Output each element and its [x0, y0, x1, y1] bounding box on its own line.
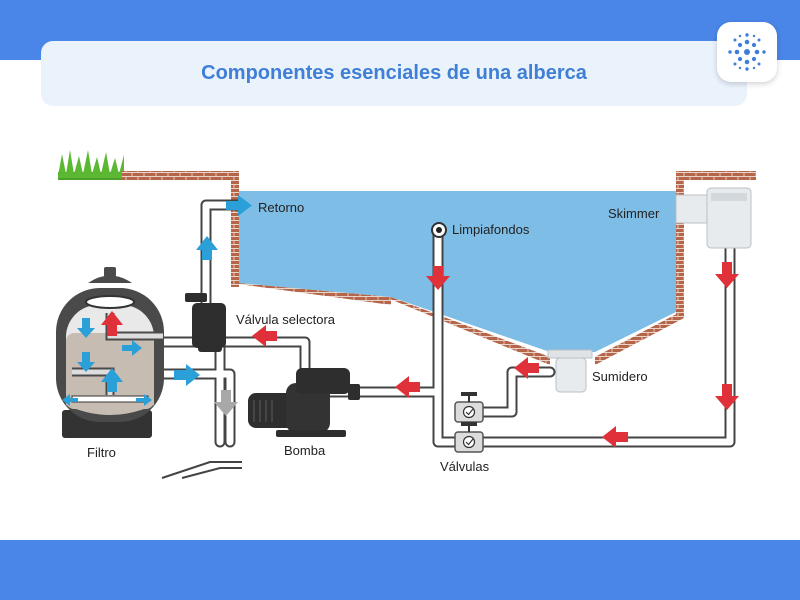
arrow-right-filter-base	[136, 394, 152, 406]
arrow-down-limpiafondos	[426, 266, 450, 290]
arrow-right-filter-outlet	[174, 364, 200, 386]
dots-logo-icon	[728, 33, 766, 71]
arrow-right-retorno	[226, 195, 252, 216]
label-filtro: Filtro	[87, 445, 116, 460]
sand-filter-icon	[56, 267, 164, 438]
arrow-up-filter-inlet	[101, 311, 123, 336]
arrow-left-bottom	[602, 426, 628, 448]
pool-water	[239, 191, 676, 352]
arrow-up-filter-lower	[101, 368, 123, 392]
label-bomba: Bomba	[284, 443, 326, 458]
arrow-left-pump-line	[395, 376, 420, 398]
flow-arrows-red	[101, 262, 739, 448]
arrow-up-return-1	[196, 236, 218, 260]
arrow-down-filter-2	[77, 352, 95, 372]
check-valve-bottom-icon	[454, 422, 484, 453]
label-retorno: Retorno	[258, 200, 304, 215]
arrow-left-valve-line	[252, 325, 277, 347]
title-card: Componentes esenciales de una alberca	[41, 41, 747, 106]
vacuum-inlet-icon	[431, 222, 447, 238]
check-valve-top-icon	[454, 392, 484, 423]
label-sumidero: Sumidero	[592, 369, 648, 384]
drain-outlet	[161, 461, 242, 479]
bottom-banner	[0, 540, 800, 600]
label-valvulas: Válvulas	[440, 459, 490, 474]
flow-arrows-blue	[62, 195, 252, 406]
label-valvula-selectora: Válvula selectora	[236, 312, 336, 327]
selector-valve-icon	[185, 293, 226, 352]
label-limpiafondos: Limpiafondos	[452, 222, 530, 237]
arrow-down-drain	[214, 390, 238, 416]
skimmer-icon	[675, 187, 752, 249]
arrow-left-sumidero	[514, 357, 539, 379]
main-drain-icon	[547, 349, 593, 393]
page-title: Componentes esenciales de una alberca	[201, 62, 587, 84]
grass	[58, 150, 124, 180]
pump-icon	[248, 368, 360, 437]
arrow-right-filter-inner	[122, 340, 142, 356]
brick-walls	[122, 171, 756, 365]
arrow-down-filter-1	[77, 318, 95, 338]
logo-badge	[717, 22, 777, 82]
arrow-left-filter-base	[62, 394, 78, 406]
arrow-down-skimmer-2	[715, 384, 739, 410]
label-skimmer: Skimmer	[608, 206, 660, 221]
arrow-down-skimmer-1	[715, 262, 739, 288]
